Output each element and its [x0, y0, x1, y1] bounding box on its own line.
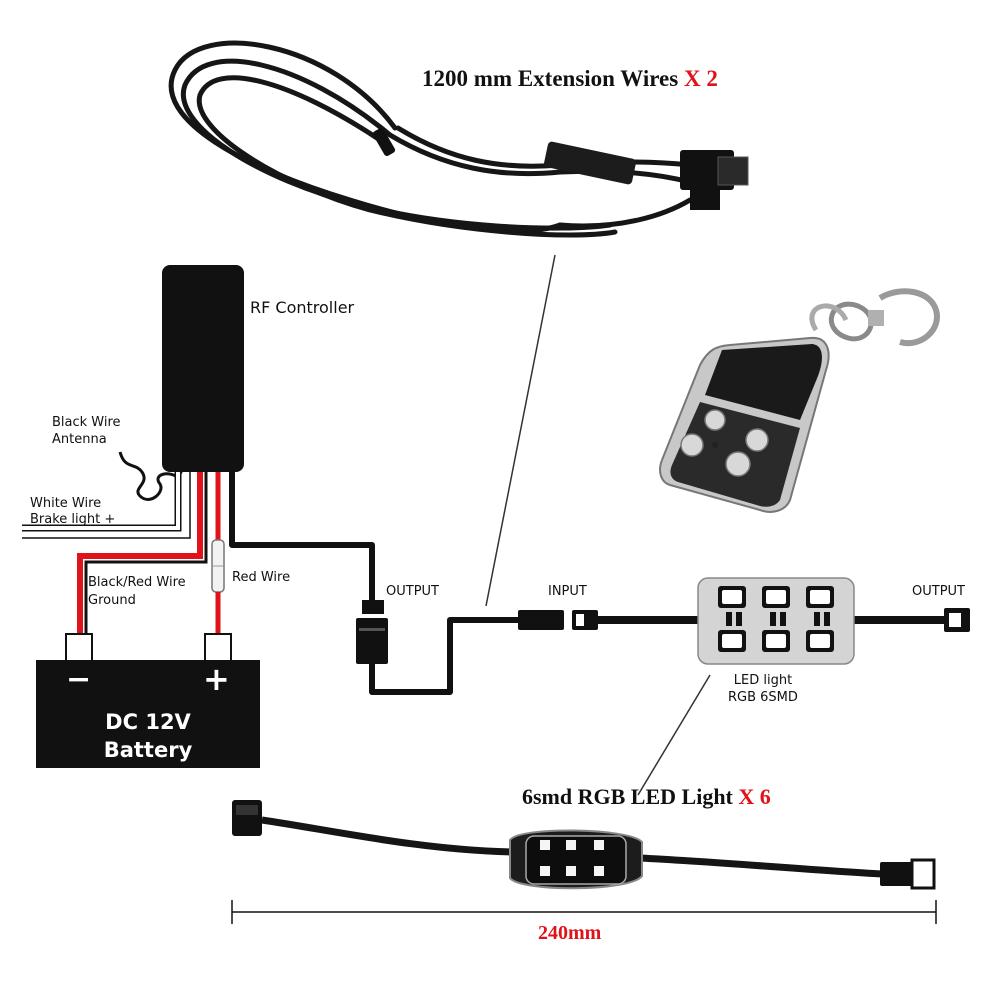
extension-title: 1200 mm Extension Wires X 2	[422, 66, 718, 92]
extension-qty: X 2	[683, 66, 718, 91]
led-product-photo	[232, 800, 936, 890]
output-connector-body	[356, 618, 388, 664]
ground-wire-red	[77, 472, 203, 640]
led-module-caption-line1: LED light	[733, 673, 793, 688]
led-output-connector-slot	[949, 613, 961, 627]
length-label: 240mm	[538, 922, 602, 944]
led-module-caption: LED light RGB 6SMD	[728, 672, 798, 706]
extension-cable-path	[369, 617, 520, 695]
cable-tie	[372, 127, 396, 157]
battery-body	[36, 660, 260, 768]
controller-output-cable	[229, 472, 375, 602]
controller-output-label: OUTPUT	[386, 584, 439, 599]
antenna-label: Black Wire Antenna	[52, 414, 121, 448]
white-wire-label-line1: White Wire	[30, 496, 102, 511]
led-input-connector-female	[572, 610, 598, 630]
battery-minus-sign: −	[66, 662, 92, 697]
led-leader-line	[637, 674, 711, 796]
led-product-title: 6smd RGB LED Light X 6	[522, 784, 771, 810]
led-input-connector-male	[518, 610, 564, 630]
antenna-coil	[118, 451, 180, 501]
extension-title-text: 1200 mm Extension Wires	[422, 66, 684, 91]
led-product-title-text: 6smd RGB LED Light	[522, 784, 739, 809]
led-module-caption-line2: RGB 6SMD	[728, 690, 798, 705]
battery-label-line2: Battery	[103, 738, 193, 762]
battery-label-line1: DC 12V	[105, 710, 191, 734]
white-wire-label-line2: Brake light +	[30, 512, 116, 527]
white-wire	[22, 472, 180, 530]
battery-label: DC 12V Battery	[36, 708, 260, 764]
rf-controller-label: RF Controller	[250, 298, 355, 317]
extension-connector	[544, 141, 749, 210]
dimension-line	[231, 900, 937, 924]
rf-controller-box	[162, 265, 244, 472]
ground-wire-label-line2: Ground	[88, 593, 136, 608]
led-input-label: INPUT	[548, 584, 587, 599]
extension-wire-coil	[168, 40, 693, 238]
output-connector-top	[362, 600, 384, 614]
extension-leader-line	[485, 254, 556, 607]
led-module	[697, 577, 855, 665]
battery-plus-sign: +	[203, 660, 230, 698]
antenna-label-line2: Antenna	[52, 432, 107, 447]
antenna-label-line1: Black Wire	[52, 415, 121, 430]
ground-wire-black	[84, 472, 208, 640]
white-wire-label: White Wire Brake light +	[30, 496, 115, 528]
led-output-label: OUTPUT	[912, 584, 965, 599]
led-input-connector-slot	[576, 614, 584, 626]
output-connector-rib	[359, 628, 385, 631]
ground-wire-label: Black/Red Wire Ground	[88, 574, 186, 610]
white-wire-shadow	[22, 472, 191, 539]
red-wire-label: Red Wire	[232, 570, 291, 585]
battery-negative-terminal	[65, 633, 93, 663]
battery-positive-terminal	[204, 633, 232, 663]
ground-wire-label-line1: Black/Red Wire	[88, 575, 186, 590]
remote-key-fob	[659, 288, 940, 513]
led-product-qty: X 6	[738, 784, 771, 809]
